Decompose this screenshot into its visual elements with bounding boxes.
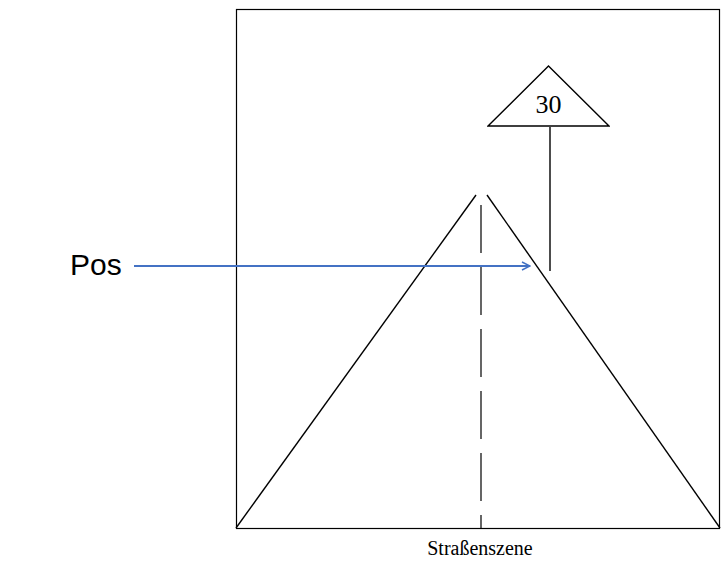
center-line — [480, 205, 481, 528]
road-edge-right — [487, 195, 720, 528]
road-edge-left — [236, 195, 476, 528]
position-label: Pos — [70, 247, 122, 283]
caption: Straßenszene — [427, 536, 533, 560]
pointer-arrow — [134, 265, 530, 267]
speed-limit: 30 — [536, 91, 562, 119]
frame — [237, 10, 720, 529]
sign-post — [549, 127, 550, 271]
speed-sign: 30 — [487, 65, 610, 127]
